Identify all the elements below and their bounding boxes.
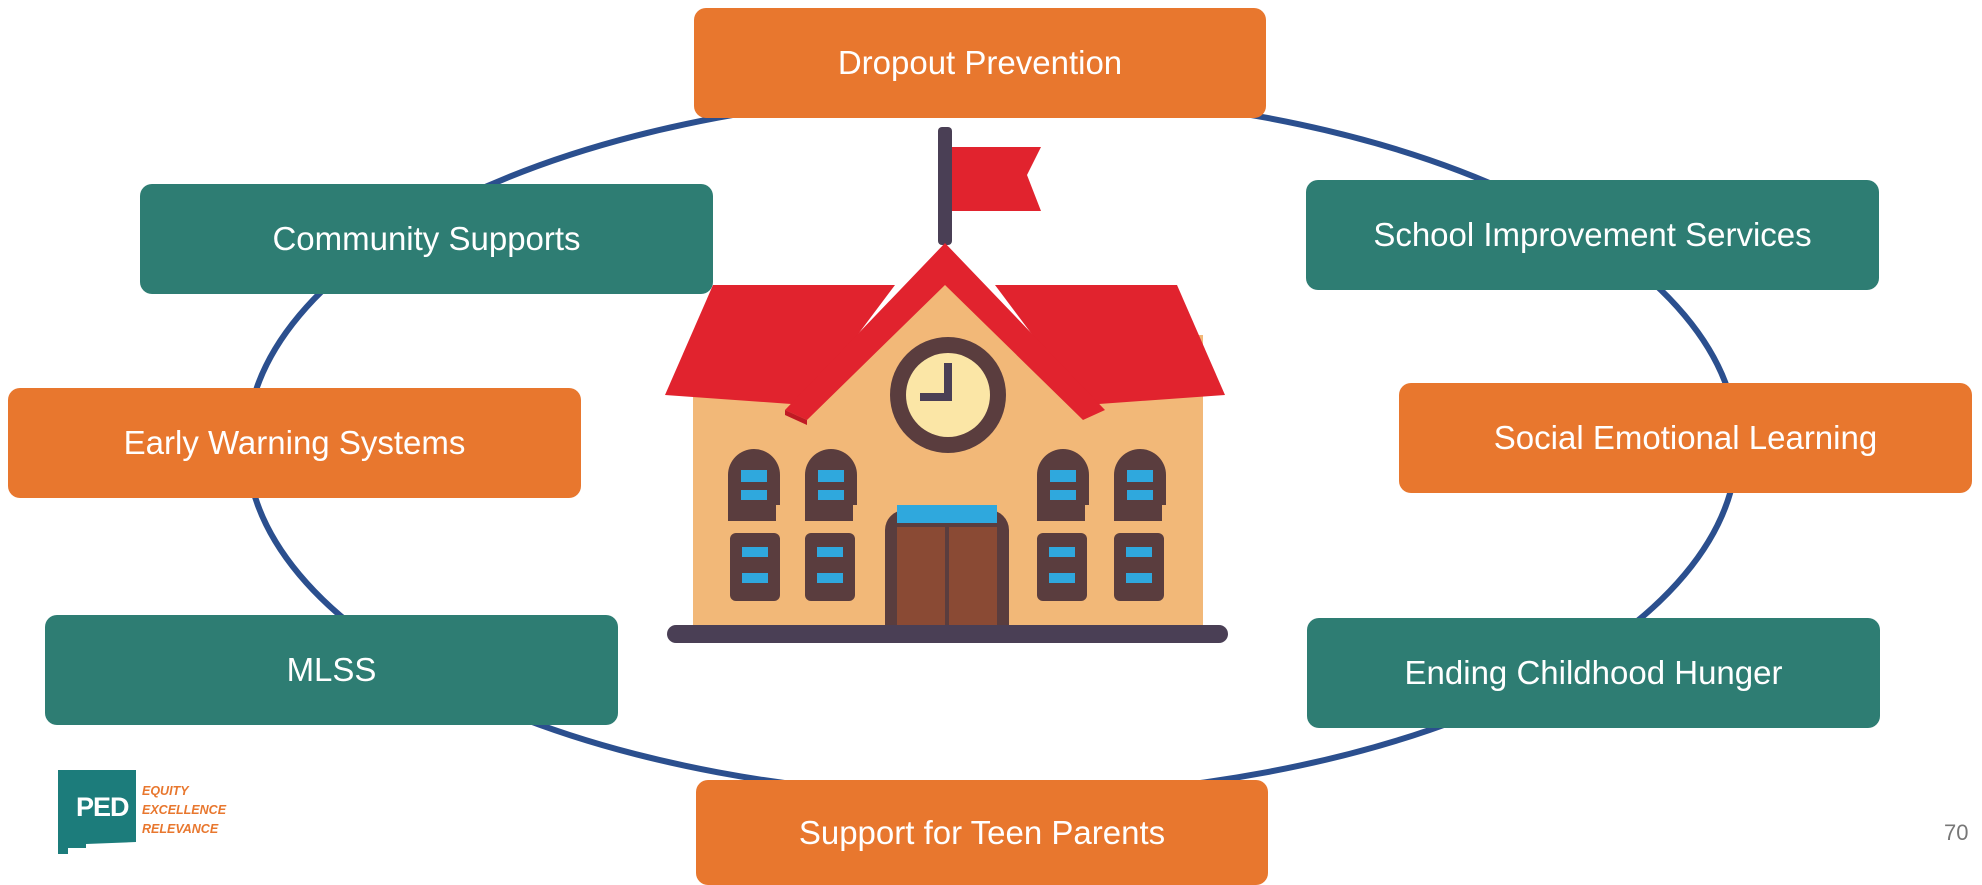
node-social-emotional-learning: Social Emotional Learning: [1399, 383, 1972, 493]
node-school-improvement-services: School Improvement Services: [1306, 180, 1879, 290]
node-ending-childhood-hunger: Ending Childhood Hunger: [1307, 618, 1880, 728]
node-mlss: MLSS: [45, 615, 618, 725]
page-number: 70: [1944, 820, 1969, 845]
node-label: Ending Childhood Hunger: [1404, 654, 1783, 691]
logo-abbrev: PED: [76, 792, 130, 822]
node-label: Dropout Prevention: [837, 44, 1123, 81]
node-early-warning-systems: Early Warning Systems: [8, 388, 581, 498]
node-label: Early Warning Systems: [123, 424, 466, 461]
school-building-icon: [665, 127, 1228, 643]
logo-line-excellence: EXCELLENCE: [142, 803, 227, 817]
new-mexico-state-icon: [58, 770, 136, 854]
node-label: Support for Teen Parents: [798, 813, 1166, 851]
node-support-for-teen-parents: Support for Teen Parents: [696, 780, 1268, 885]
node-community-supports: Community Supports: [140, 184, 713, 294]
logo-line-relevance: RELEVANCE: [142, 822, 219, 836]
node-label: MLSS: [286, 651, 377, 688]
node-label: Social Emotional Learning: [1493, 419, 1878, 456]
node-dropout-prevention: Dropout Prevention: [694, 8, 1266, 118]
logo-tagline: EQUITY EXCELLENCE RELEVANCE: [142, 782, 226, 839]
node-label: Community Supports: [272, 220, 581, 257]
node-label: School Improvement Services: [1373, 216, 1812, 253]
logo-line-equity: EQUITY: [142, 784, 189, 798]
